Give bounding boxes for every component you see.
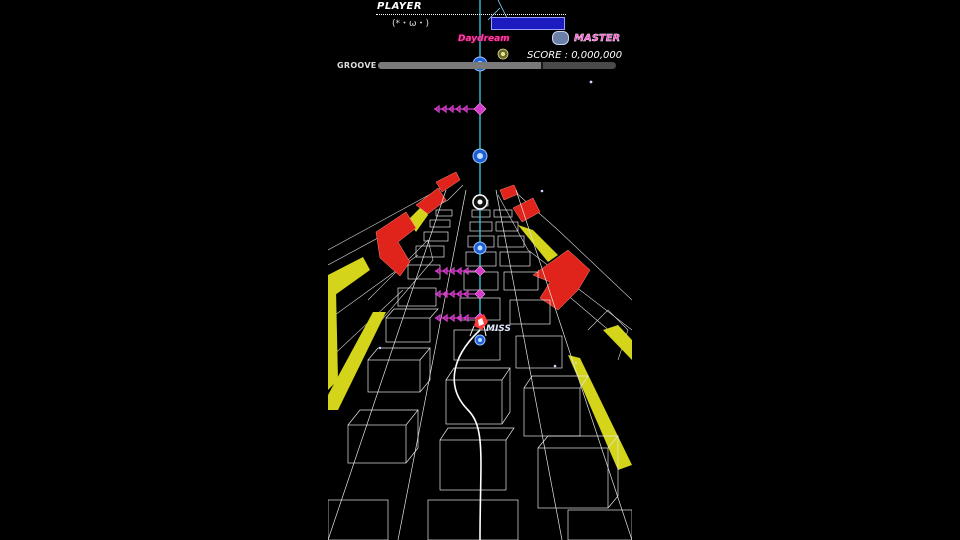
hold-note-icon — [472, 194, 488, 210]
groove-label: GROOVE — [337, 61, 377, 70]
difficulty-indicator: MASTER — [552, 31, 620, 45]
track-floor-tiles — [328, 189, 632, 540]
judgement-text: MISS — [486, 324, 511, 334]
tap-note-icon — [472, 148, 488, 164]
red-pillars — [375, 171, 591, 311]
master-difficulty-icon — [552, 31, 569, 45]
player-avatar-icon — [469, 314, 488, 337]
play-field — [328, 0, 632, 540]
tap-note-icon — [474, 334, 486, 346]
difficulty-label: MASTER — [574, 32, 621, 44]
side-flick-notes — [433, 104, 475, 323]
stage-emblem-icon — [497, 48, 509, 60]
player-trail — [453, 329, 482, 540]
yellow-pillars — [328, 205, 632, 470]
sparkles — [378, 80, 593, 368]
player-name-divider — [376, 14, 566, 15]
song-title: Daydream — [458, 34, 510, 44]
track-render — [328, 0, 632, 540]
groove-gauge-fill — [378, 62, 543, 69]
tap-note-icon — [473, 241, 487, 255]
score-display: SCORE : 0,000,000 — [527, 50, 623, 61]
groove-gauge-clear-marker — [541, 62, 543, 69]
groove-gauge — [378, 62, 616, 69]
diamond-notes — [473, 102, 487, 324]
player-emote: (*・ω・) — [392, 19, 430, 29]
player-name: PLAYER — [377, 1, 423, 12]
rank-badge-icon — [491, 17, 565, 30]
